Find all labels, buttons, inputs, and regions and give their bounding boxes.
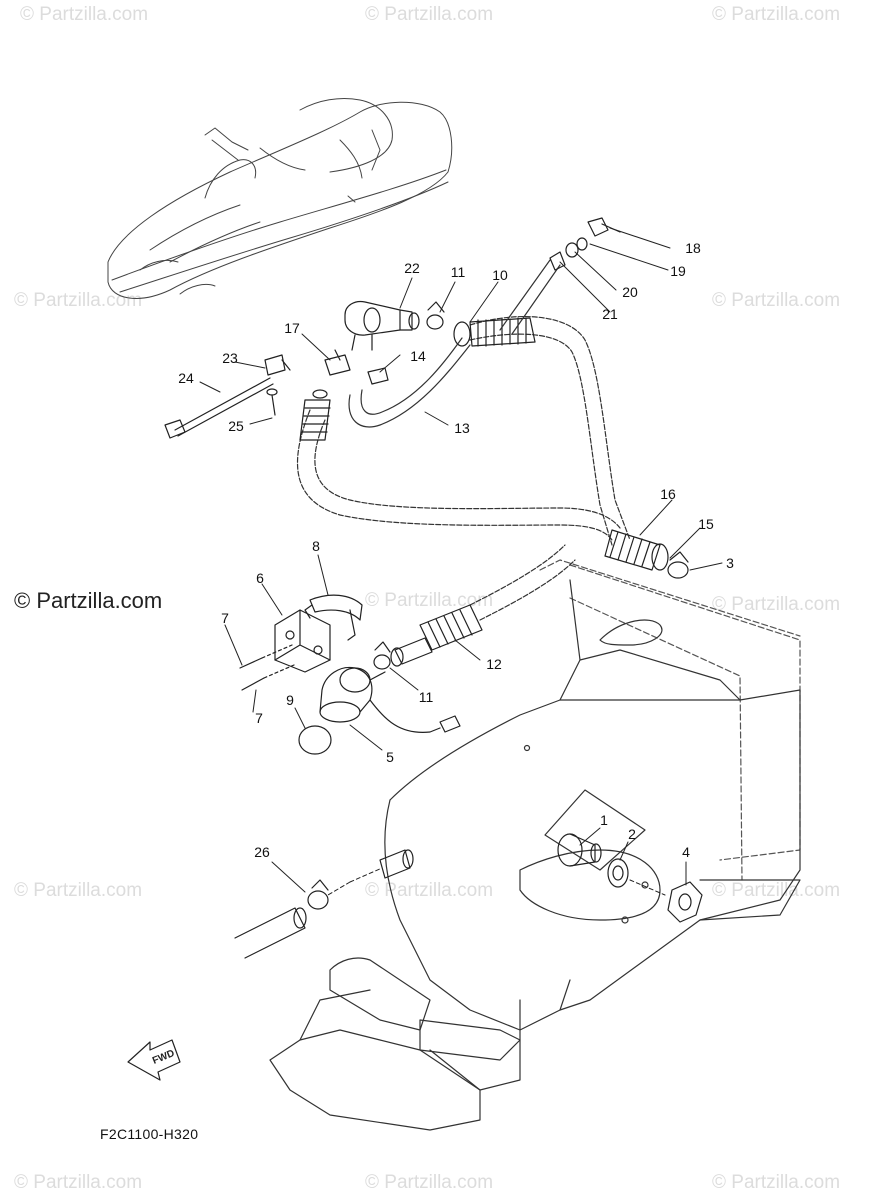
watermark-bottom-right: © Partzilla.com (712, 1172, 841, 1193)
callout-9: 9 (286, 692, 294, 708)
part-6-holder (274, 609, 331, 673)
part-8-bracket (304, 594, 363, 641)
callout-16: 16 (660, 486, 676, 502)
watermark-mid2-right: © Partzilla.com (712, 594, 841, 615)
callout-18: 18 (685, 240, 701, 256)
vent-hose-10-16 (469, 316, 631, 546)
callout-15: 15 (698, 516, 714, 532)
callout-10: 10 (492, 267, 508, 283)
watermark-mid2-center: © Partzilla.com (365, 590, 494, 611)
hose-10-bellows (453, 317, 536, 347)
callout-2: 2 (628, 826, 636, 842)
part-5-pump (319, 666, 461, 733)
callout-25: 25 (228, 418, 244, 434)
hose-12-bellows (390, 604, 483, 667)
part-1-fitting (557, 833, 602, 867)
part-7-screws (239, 644, 295, 691)
callout-12: 12 (486, 656, 502, 672)
part-17-clamp (324, 349, 351, 376)
watermark-top-left: © Partzilla.com (20, 4, 149, 25)
part-14-clamp (367, 367, 389, 385)
callout-11b: 11 (418, 689, 434, 705)
leader-lines (199, 227, 723, 896)
hose-13 (348, 337, 471, 428)
watermark-mid3-right: © Partzilla.com (712, 880, 841, 901)
lower-hose (234, 907, 307, 959)
callout-14: 14 (410, 348, 426, 364)
hull-body (269, 579, 801, 1131)
part-25-pin (266, 388, 278, 416)
watermark-top-right: © Partzilla.com (712, 4, 841, 25)
hull-frame (539, 559, 801, 881)
fwd-label: FWD (151, 1048, 176, 1067)
watermark-mid1-right: © Partzilla.com (712, 290, 841, 311)
callout-7a: 7 (221, 610, 229, 626)
vent-line-21 (499, 259, 561, 335)
watercraft-illustration (107, 97, 453, 299)
watermark-mid1-left: © Partzilla.com (14, 290, 143, 311)
callout-17: 17 (284, 320, 300, 336)
hose-16-bellows (604, 529, 669, 571)
callout-1: 1 (600, 812, 608, 828)
part-9-disc (298, 725, 332, 755)
part-3-clamp (667, 551, 689, 579)
callout-21: 21 (602, 306, 618, 322)
callout-6: 6 (256, 570, 264, 586)
callout-8: 8 (312, 538, 320, 554)
hose-upper-bellows (299, 389, 331, 441)
brand-watermark: © Partzilla.com (14, 588, 163, 613)
watermark-bottom-center: © Partzilla.com (365, 1172, 494, 1193)
diagram-code: F2C1100-H320 (100, 1126, 199, 1142)
callout-3: 3 (726, 555, 734, 571)
callout-19: 19 (670, 263, 686, 279)
watermark-mid3-left: © Partzilla.com (14, 880, 143, 901)
callout-11a: 11 (450, 264, 466, 280)
hose-12 (296, 409, 621, 621)
watermark-top-center: © Partzilla.com (365, 4, 494, 25)
part-11-clamp-lower (373, 641, 391, 670)
callout-24: 24 (178, 370, 194, 386)
callout-5: 5 (386, 749, 394, 765)
hull-fitting (379, 849, 414, 879)
watermark-mid3-center: © Partzilla.com (365, 880, 494, 901)
part-4-nut (667, 881, 703, 923)
watermark-bottom-left: © Partzilla.com (14, 1172, 143, 1193)
callout-22: 22 (404, 260, 420, 276)
callout-13: 13 (454, 420, 470, 436)
part-24-cable-tie (164, 377, 274, 439)
part-2-washer (607, 858, 629, 888)
callout-4: 4 (682, 844, 690, 860)
part-26-clamp (307, 879, 329, 910)
callout-7b: 7 (255, 710, 263, 726)
part-11-clamp-upper (426, 301, 445, 330)
part-22-valve (344, 300, 420, 351)
callout-20: 20 (622, 284, 638, 300)
callout-26: 26 (254, 844, 270, 860)
part-23-clip (264, 354, 291, 376)
callout-23: 23 (222, 350, 238, 366)
fwd-arrow (127, 1039, 181, 1081)
